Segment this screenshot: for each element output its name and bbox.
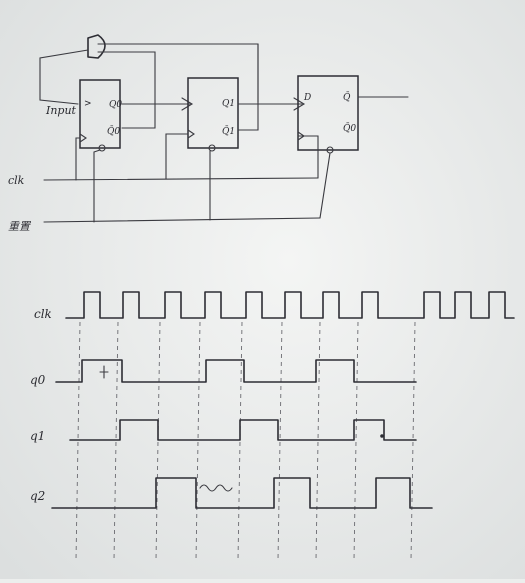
timing-clk-label: clk — [34, 307, 52, 321]
ff0-d-marker: > — [84, 99, 92, 109]
ff1-reset-bubble — [208, 144, 216, 152]
flip-flop-1-box — [187, 77, 239, 149]
wire-q1bar-up — [237, 43, 259, 131]
ff2-d-label: D — [303, 93, 311, 103]
reset-tap-ff2 — [319, 152, 331, 219]
timing-diagram: clk q0 q1 q2 — [30, 291, 515, 561]
ff0-q-label: Q0 — [109, 100, 122, 110]
circuit-reset-label: 重置 — [8, 220, 32, 233]
q0-scribble-mark — [99, 365, 109, 379]
clock-tap-ff0 — [75, 137, 81, 181]
q1-dot-mark — [380, 434, 384, 438]
timing-q1-label: q1 — [30, 429, 45, 443]
ff0-d-label: Input — [45, 104, 77, 117]
q2-scribble-mark — [199, 484, 233, 492]
clock-tap-ff2 — [297, 135, 319, 179]
timing-q2-label: q2 — [30, 489, 45, 503]
ff0-clock-triangle — [79, 133, 87, 143]
reset-tap-ff0 — [93, 149, 101, 223]
circuit-schematic: > Input Q0 Q̄0 Q1 Q̄1 D Q̄ Q̄0 clk — [8, 34, 409, 233]
circuit-clk-label: clk — [8, 174, 25, 187]
ff1-d-arrow — [181, 97, 194, 111]
clock-tap-ff1 — [165, 133, 189, 180]
ff1-qbar-label: Q̄1 — [222, 125, 235, 137]
ff2-q-label: Q̄ — [343, 91, 351, 103]
ff1-clock-triangle — [187, 129, 195, 139]
gate-input-wire-q0 — [97, 51, 156, 129]
ff0-qbar-label: Q̄0 — [107, 125, 120, 137]
clk-waveform — [65, 291, 515, 319]
gate-output-feedback-wire — [39, 49, 89, 105]
ff0-reset-bubble — [98, 144, 106, 152]
and-gate-symbol — [87, 34, 106, 59]
flip-flop-0-box — [79, 79, 121, 149]
q1-waveform — [69, 419, 417, 441]
ff1-q-label: Q1 — [222, 99, 235, 109]
ff2-qbar-label: Q̄0 — [343, 122, 356, 134]
q2-waveform — [51, 477, 433, 509]
timing-q0-label: q0 — [30, 373, 46, 387]
clock-bus-wire — [43, 177, 319, 181]
q0-waveform — [55, 359, 417, 383]
flip-flop-2-box — [297, 75, 359, 151]
reset-bus-wire — [43, 217, 321, 223]
